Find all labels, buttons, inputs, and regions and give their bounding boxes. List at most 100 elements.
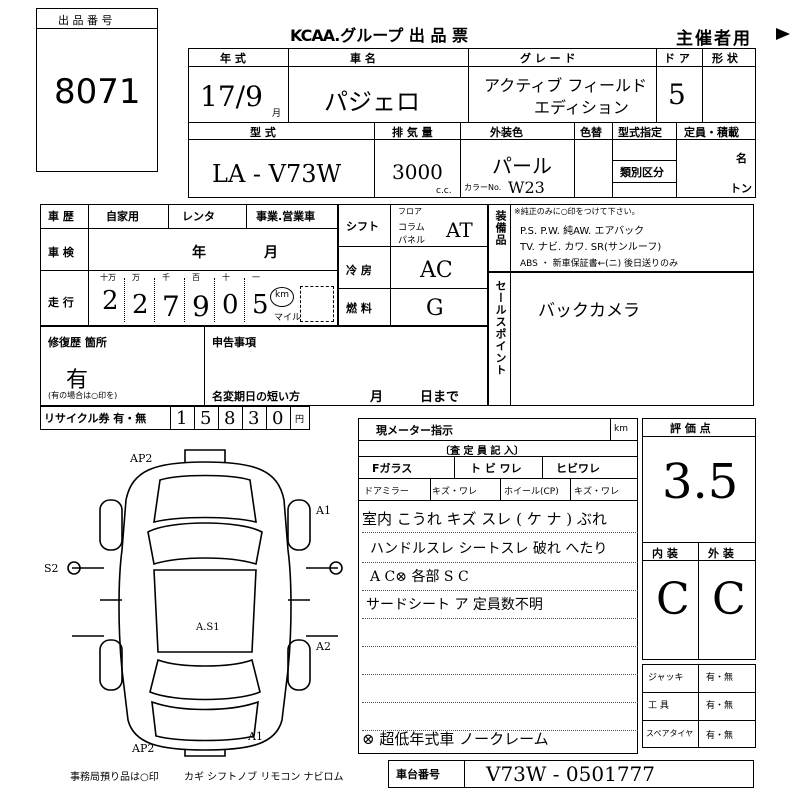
inspection-month: 月 [264, 245, 278, 261]
body-label: 形 状 [712, 52, 738, 65]
damage-mark: A1 [248, 730, 263, 743]
spare-label: スペアタイヤ [646, 729, 694, 738]
km-unit: km [275, 290, 289, 300]
car-name-value: パジェロ [324, 88, 420, 116]
digit-label-10: 十 [222, 273, 230, 282]
deadline-month: 月 [370, 390, 384, 405]
spec-label: 型式指定 [618, 126, 662, 139]
tools-block [642, 664, 756, 748]
header-title: KCAA.グループ 出 品 票 [290, 26, 469, 45]
recycle-digit: 3 [248, 408, 260, 429]
inspection-label: 車 検 [48, 246, 74, 259]
inspector-note: ⊗ 超低年式車 ノークレーム [362, 730, 549, 748]
mirror-label: ドアミラー [364, 487, 409, 497]
shift-floor: フロア [398, 207, 422, 216]
year-value: 17/9 [200, 80, 263, 113]
chassis-block [388, 760, 754, 788]
left-front-wheel [99, 499, 123, 551]
trunk [151, 700, 259, 742]
recycle-block [40, 406, 310, 430]
name-label: 車 名 [350, 52, 376, 65]
damage-mark: A2 [316, 640, 331, 653]
roof [153, 569, 257, 653]
class-label: 類別区分 [620, 166, 664, 179]
grade-value-1: アクティブ フィールド [484, 76, 648, 95]
capacity-label: 定員・積載 [684, 126, 739, 139]
left-mirror [67, 561, 81, 575]
unit-ton: トン [730, 182, 752, 195]
km-circle [270, 287, 294, 307]
chassis-label: 車台番号 [396, 768, 440, 781]
lot-number-label: 出 品 番 号 [58, 14, 113, 27]
displacement-value: 3000 [392, 160, 443, 184]
right-front-wheel [287, 499, 311, 551]
damage-mark: S2 [44, 562, 59, 575]
mileage-digit: 9 [192, 290, 210, 323]
vehicle-info-grid [188, 48, 756, 198]
color-no-label: カラーNo. [464, 183, 502, 192]
brand-logo: KCAA [290, 26, 335, 45]
mile-unit: マイル [274, 313, 302, 323]
inspection-year: 年 [192, 245, 206, 261]
doors-label: ド ア [664, 52, 690, 65]
jack-label: ジャッキ [648, 673, 684, 683]
recycle-digit: 8 [224, 408, 236, 429]
recycle-label: リサイクル券 有・無 [44, 412, 147, 425]
repair-value: 有 [66, 368, 89, 393]
repair-label: 修復歴 箇所 [48, 336, 107, 349]
glass-crack: ヒビワレ [556, 462, 600, 475]
equipment-line-3: ABS ・ 新車保証書←(ニ) 後日送りのみ [520, 259, 679, 269]
cc-label: c.c. [436, 186, 452, 196]
score-label: 評 価 点 [670, 422, 711, 435]
mileage-digit: 0 [222, 290, 239, 320]
right-mirror [329, 561, 343, 575]
history-business: 事業.営業車 [256, 210, 316, 223]
lot-number: 8071 [54, 72, 141, 112]
equipment-side-label: 装備品 [494, 210, 507, 246]
inspector-title: 〔査 定 員 記 入〕 [440, 446, 524, 457]
year-label: 年 式 [220, 52, 246, 65]
displacement-label: 排 気 量 [392, 126, 433, 139]
hood [153, 474, 257, 524]
doors-value: 5 [668, 78, 686, 111]
color-value: パール [492, 154, 552, 178]
tool-label: 工 具 [648, 701, 669, 711]
recycle-digit: 0 [272, 408, 284, 429]
declared-items-label: 申告事項 [212, 336, 256, 349]
interior-label: 内 装 [652, 547, 678, 560]
equipment-line-2: TV. ナビ. カワ. SR(サンルーフ) [520, 242, 662, 253]
model-value: LA - V73W [212, 160, 342, 188]
digit-label-10k: 万 [132, 273, 140, 282]
mileage-label: 走 行 [48, 296, 74, 309]
ac-value: AC [420, 258, 453, 283]
shift-panel: パネル [398, 236, 426, 246]
shift-column: コラム [398, 223, 425, 233]
mileage-digit: 2 [102, 286, 119, 316]
office-items: カギ シフトノブ リモコン ナビロム [184, 772, 344, 783]
meter-inspector-block [358, 418, 638, 754]
interior-grade: C [656, 574, 690, 625]
month-suffix: 月 [272, 109, 282, 119]
exterior-label: 外 装 [708, 547, 734, 560]
glass-label: Fガラス [372, 462, 413, 475]
office-note: 事務局預り品は○印 [70, 772, 159, 783]
model-label: 型 式 [250, 126, 276, 139]
color-no-value: W23 [508, 178, 545, 197]
sponsor-label: 主催者用 [676, 29, 752, 49]
wheel-options: キズ・ワレ [574, 487, 620, 497]
shift-ac-fuel-block [338, 204, 488, 326]
history-private: 自家用 [106, 210, 139, 223]
mirror-options: キズ・ワレ [432, 487, 478, 497]
selling-point-block [488, 272, 754, 406]
damage-mark: AP2 [132, 742, 155, 755]
selling-point-text: バックカメラ [538, 301, 640, 321]
ac-label: 冷 房 [346, 264, 372, 277]
score-block [642, 418, 756, 660]
score-value: 3.5 [662, 454, 739, 510]
recycle-digit: 5 [200, 408, 212, 429]
windshield [147, 522, 263, 566]
shift-label: シフト [346, 220, 379, 233]
mileage-digit: 2 [132, 290, 149, 320]
car-body-outline [118, 461, 292, 751]
digit-label-100: 百 [192, 273, 200, 282]
